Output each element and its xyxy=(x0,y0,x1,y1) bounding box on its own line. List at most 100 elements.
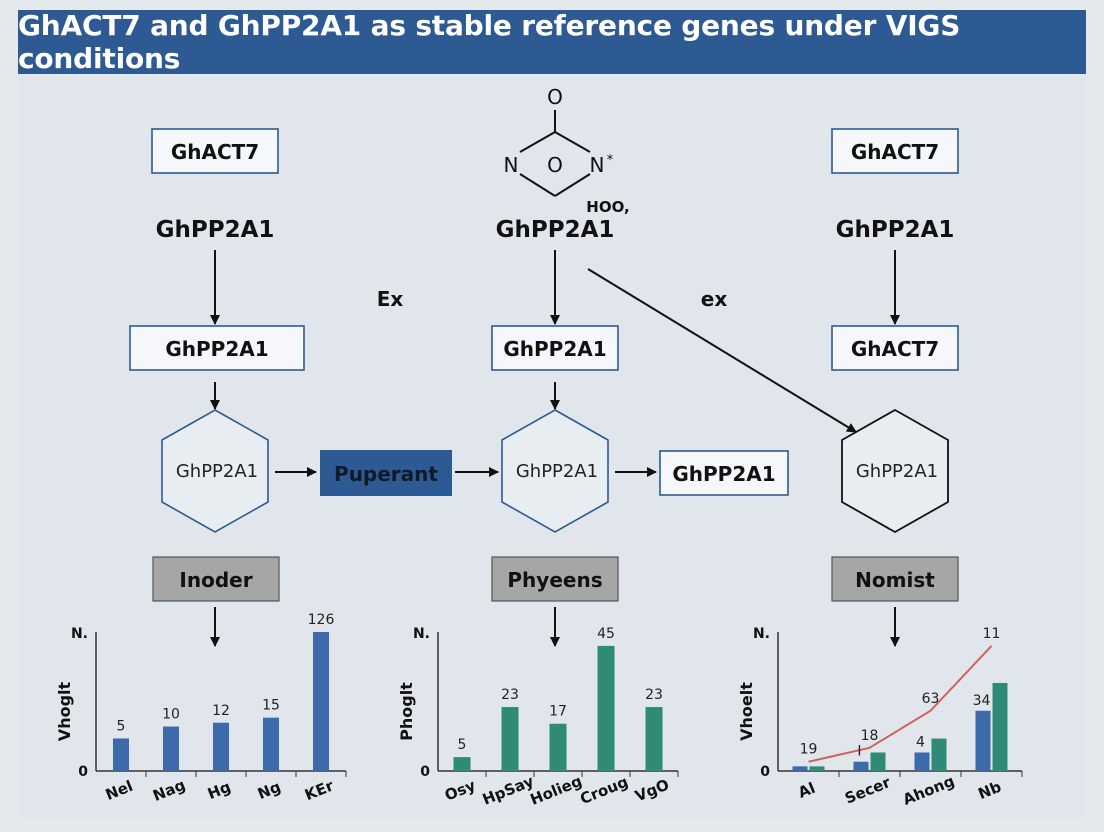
chart-bar xyxy=(263,717,279,771)
chart-bar xyxy=(313,632,329,771)
filled-box xyxy=(320,450,452,496)
right-hexagon xyxy=(841,408,949,534)
chart-data-label: 45 xyxy=(597,626,615,642)
molecule-structure: O N O N * HOO, xyxy=(504,85,630,216)
center-gene-label: GhPP2A1 xyxy=(496,217,615,243)
molecule-right-atom: N xyxy=(590,153,605,177)
chart-x-tick-label: Croug xyxy=(578,773,631,808)
diagonal-arrow xyxy=(587,268,857,433)
left-gray-box xyxy=(152,556,280,602)
diagram-panel: GhACT7 GhPP2A1 GhPP2A1 GhPP2A1 Inoder O … xyxy=(18,76,1086,818)
molecule-group-label: HOO, xyxy=(586,198,629,216)
title-banner: GhACT7 and GhPP2A1 as stable reference g… xyxy=(18,9,1086,75)
molecule-left-atom: N xyxy=(504,153,519,177)
center-gray-box xyxy=(491,556,619,602)
chart-y-zero-marker: 0 xyxy=(420,764,430,780)
right-mid-box-label: GhACT7 xyxy=(851,337,939,361)
left-top-box xyxy=(151,128,279,174)
center-mid-box-label: GhPP2A1 xyxy=(503,337,606,361)
chart-data-label: 12 xyxy=(212,703,230,719)
chart-data-label: 23 xyxy=(645,687,663,703)
chart-trend-line xyxy=(808,645,993,763)
chart-bar xyxy=(163,726,179,771)
left-gray-box-label: Inoder xyxy=(179,568,252,592)
right-hexagon-label: GhPP2A1 xyxy=(856,461,938,482)
chart-bar xyxy=(870,752,886,771)
right-flow-box xyxy=(659,450,789,496)
chart-data-label: 63 xyxy=(922,691,940,707)
chart-extra-label: 4 xyxy=(916,734,925,750)
chart-x-tick-label: Secer xyxy=(842,773,893,808)
chart-bar xyxy=(931,738,947,771)
chart-bar xyxy=(549,723,567,771)
chart-y-label: Vhoelt xyxy=(737,682,756,741)
chart-x-tick-label: HpSay xyxy=(480,772,537,809)
chart-bar xyxy=(597,645,615,771)
left-mid-box xyxy=(129,325,305,371)
center-mid-box xyxy=(491,325,619,371)
chart-bar xyxy=(975,710,991,771)
chart-x-tick-label: Osy xyxy=(442,776,478,805)
chart-data-label: 17 xyxy=(549,704,567,720)
chart-x-tick-label: Nb xyxy=(975,778,1004,804)
right-top-box xyxy=(831,128,959,174)
left-hexagon-label: GhPP2A1 xyxy=(176,461,258,482)
molecule-top-atom: O xyxy=(547,85,563,109)
chart-y-zero-marker: 0 xyxy=(78,764,88,780)
right-mid-box xyxy=(831,325,959,371)
ex-left-label: Ex xyxy=(377,287,404,311)
page-title: GhACT7 and GhPP2A1 as stable reference g… xyxy=(18,9,961,75)
chart-data-label: 5 xyxy=(117,718,126,734)
right-flow-box-label: GhPP2A1 xyxy=(672,462,775,486)
chart-x-tick-label: KEr xyxy=(302,776,336,804)
right-gray-box-label: Nomist xyxy=(855,568,935,592)
chart-y-top-marker: N. xyxy=(413,626,430,642)
chart-x-tick-label: Ahong xyxy=(900,772,957,809)
chart-bar xyxy=(645,707,663,771)
chart-data-label: 15 xyxy=(262,698,280,714)
chart-data-label: 5 xyxy=(458,737,467,753)
left-gene-label: GhPP2A1 xyxy=(156,217,275,243)
left-hexagon xyxy=(161,409,269,533)
chart-x-tick-label: VgO xyxy=(632,775,671,805)
left-mid-box-label: GhPP2A1 xyxy=(165,337,268,361)
ex-right-label: ex xyxy=(701,287,728,311)
chart-bar xyxy=(113,738,129,771)
chart-data-label: 19 xyxy=(800,742,818,758)
chart-data-label: 10 xyxy=(162,707,180,723)
diagram-canvas: GhACT7 GhPP2A1 GhPP2A1 GhPP2A1 Inoder O … xyxy=(55,85,1023,809)
chart-bar xyxy=(213,722,229,771)
chart-data-label: 11 xyxy=(983,626,1001,642)
chart-x-tick-label: Nag xyxy=(150,776,188,805)
chart-y-top-marker: N. xyxy=(753,626,770,642)
chart-x-tick-label: Holieg xyxy=(528,772,585,809)
chart-y-top-marker: N. xyxy=(71,626,88,642)
left-top-box-label: GhACT7 xyxy=(171,140,259,164)
chart-x-tick-label: Nel xyxy=(103,777,136,804)
chart-bar xyxy=(792,766,808,771)
molecule-middle-atom: O xyxy=(547,153,563,177)
chart-data-label: 23 xyxy=(501,687,519,703)
right-gene-label: GhPP2A1 xyxy=(836,217,955,243)
right-gray-box xyxy=(831,556,959,602)
chart-x-tick-label: Hg xyxy=(205,778,233,803)
center-gray-box-label: Phyeens xyxy=(507,568,602,592)
chart-y-label: Phoglt xyxy=(397,682,416,741)
chart-extra-label: 34 xyxy=(973,693,991,709)
filled-box-label: Puperant xyxy=(334,462,438,486)
chart-y-zero-marker: 0 xyxy=(760,764,770,780)
chart-extra-label: I xyxy=(857,744,861,760)
chart-bar xyxy=(853,761,869,771)
right-top-box-label: GhACT7 xyxy=(851,140,939,164)
center-hexagon xyxy=(501,409,609,533)
chart-x-tick-label: Al xyxy=(795,779,817,802)
molecule-right-mark: * xyxy=(607,153,614,168)
chart-y-label: Vhoglt xyxy=(55,681,74,741)
chart-bar xyxy=(453,757,471,771)
chart-bar xyxy=(992,682,1008,771)
center-hexagon-label: GhPP2A1 xyxy=(516,461,598,482)
chart-data-label: 18 xyxy=(861,728,879,744)
